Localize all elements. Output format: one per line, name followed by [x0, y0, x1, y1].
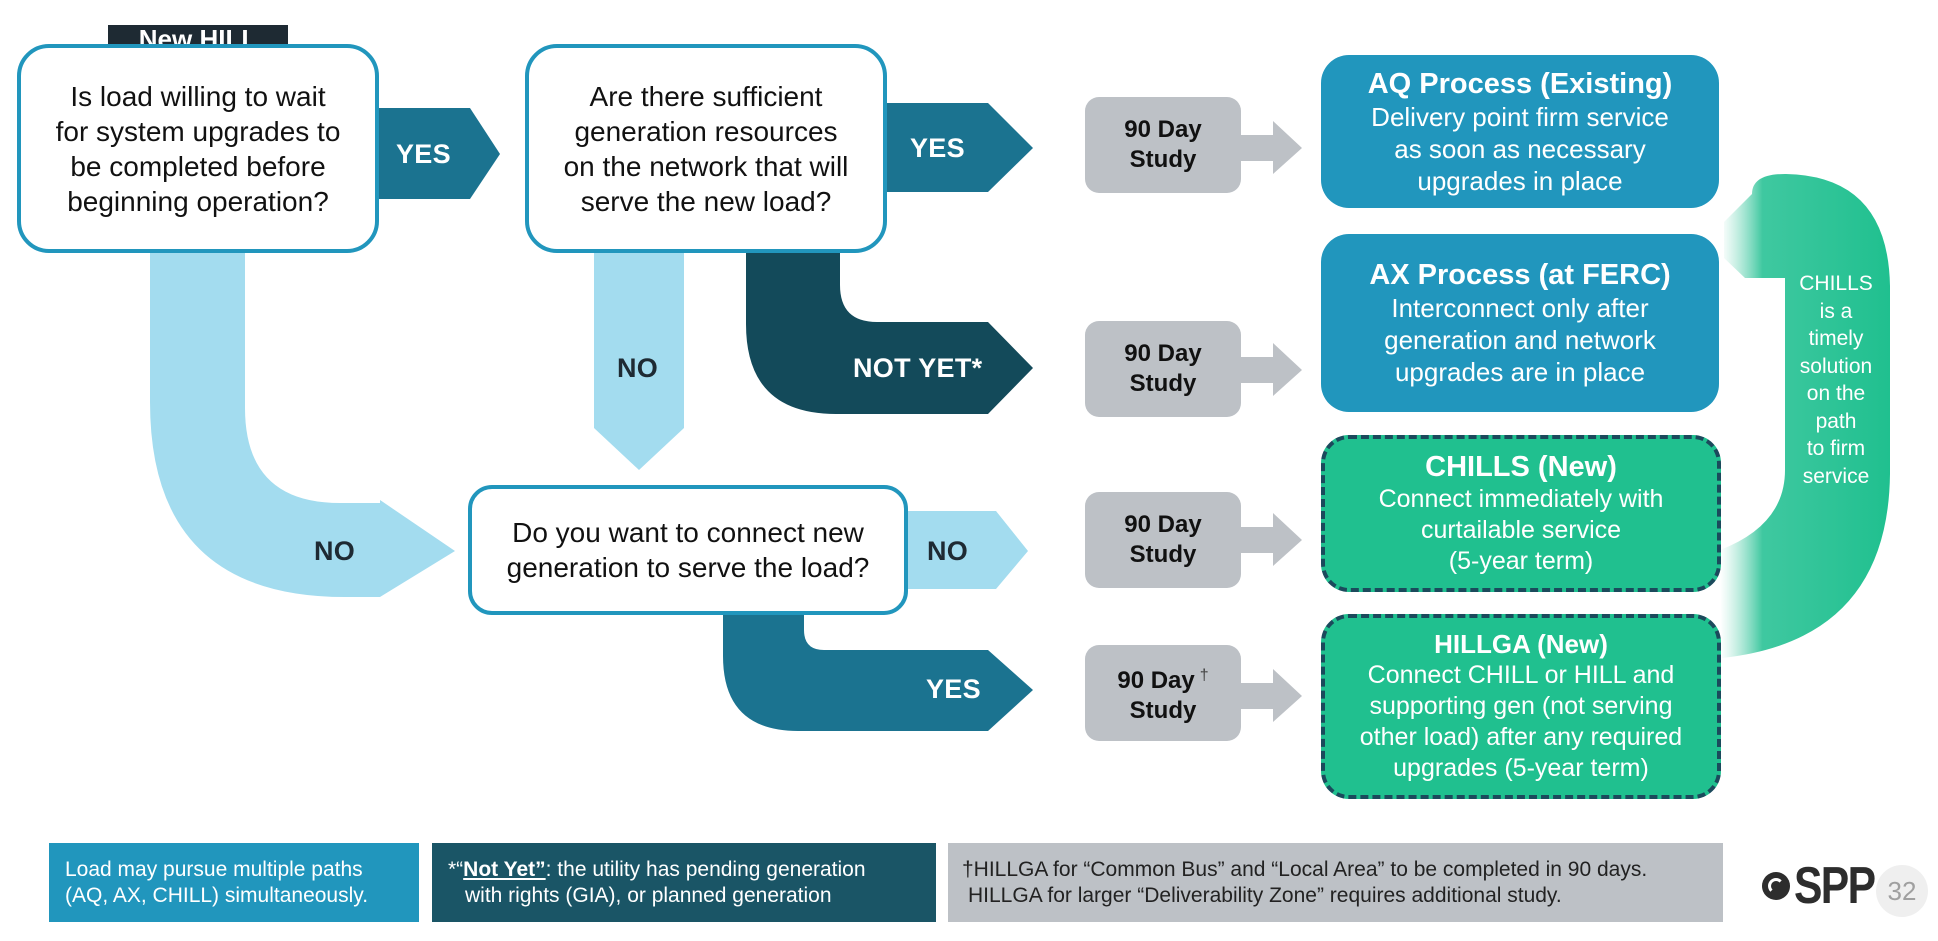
study-line2: Study: [1129, 370, 1197, 397]
outcome-title: HILLGA (New): [1434, 629, 1608, 659]
outcome-title: AX Process (at FERC): [1369, 259, 1671, 291]
outcome-title: CHILLS (New): [1425, 451, 1617, 483]
footnote-hillga: †HILLGA for “Common Bus” and “Local Area…: [948, 843, 1723, 922]
outcome-body: Connect immediately with curtailable ser…: [1378, 485, 1664, 575]
study-to-hillga-arrow: [1240, 669, 1302, 722]
yes-label-3: YES: [926, 674, 981, 704]
chills-side-note: CHILLS is a timely solution on the path …: [1799, 272, 1873, 488]
study-to-aq-arrow: [1240, 121, 1302, 174]
question-sufficient-generation: Are there sufficient generation resource…: [525, 44, 887, 253]
footnote-line: HILLGA for larger “Deliverability Zone” …: [968, 883, 1562, 907]
footnote-line: (AQ, AX, CHILL) simultaneously.: [65, 883, 369, 907]
yes-arrow-2: [885, 103, 1033, 192]
chills-path-curve: [1720, 174, 1890, 658]
footnote-multiple-paths: Load may pursue multiple paths (AQ, AX, …: [49, 843, 419, 922]
no-label-3: NO: [927, 536, 969, 566]
spp-logo-icon: [1762, 872, 1790, 900]
no-arrow-3: [905, 511, 1028, 589]
not-yet-label: NOT YET*: [853, 353, 983, 383]
study-line2: Study: [1129, 696, 1197, 724]
study-line1: 90 Day: [1124, 340, 1202, 367]
study-to-ax-arrow: [1240, 343, 1302, 396]
no-path-arrow-1: [150, 250, 455, 597]
no-label-1: NO: [314, 536, 356, 566]
study-to-chills-arrow: [1240, 513, 1302, 566]
footnote-line: *“Not Yet”: the utility has pending gene…: [448, 857, 866, 881]
footnote-line: Load may pursue multiple paths: [65, 857, 363, 881]
spp-logo: SPP: [1762, 858, 1892, 914]
question-wait-for-upgrades: Is load willing to wait for system upgra…: [17, 44, 379, 253]
dagger-mark: †: [1199, 666, 1209, 684]
footnote-not-yet: *“Not Yet”: the utility has pending gene…: [432, 843, 936, 922]
study-line2: Study: [1129, 541, 1197, 568]
study-line2: Study: [1129, 146, 1197, 173]
yes-label-2: YES: [910, 133, 965, 163]
not-yet-path-arrow: [746, 250, 1033, 414]
study-box-chills: 90 Day Study: [1085, 492, 1241, 588]
study-line1: 90 Day†: [1117, 666, 1209, 694]
no-arrow-2: [594, 250, 684, 470]
no-label-2: NO: [617, 353, 659, 383]
not-yet-term: Not Yet”: [463, 857, 546, 881]
yes-arrow-1: [375, 108, 500, 199]
study-line1: 90 Day: [1124, 116, 1202, 143]
page-number: 32: [1876, 865, 1928, 917]
footnote-line: with rights (GIA), or planned generation: [465, 883, 832, 907]
outcome-chills: CHILLS (New) Connect immediately with cu…: [1321, 435, 1721, 592]
outcome-title: AQ Process (Existing): [1367, 67, 1673, 100]
question-connect-new-generation: Do you want to connect new generation to…: [468, 485, 908, 615]
footnote-line: †HILLGA for “Common Bus” and “Local Area…: [962, 857, 1648, 881]
study-line1: 90 Day: [1124, 511, 1202, 538]
outcome-body: Connect CHILL or HILL and supporting gen…: [1359, 661, 1683, 782]
outcome-body: Delivery point firm service as soon as n…: [1371, 101, 1669, 196]
study-box-hillga: 90 Day† Study: [1085, 645, 1241, 741]
outcome-body: Interconnect only after generation and n…: [1384, 293, 1656, 387]
study-box-ax: 90 Day Study: [1085, 321, 1241, 417]
outcome-aq-process: AQ Process (Existing) Delivery point fir…: [1321, 55, 1719, 208]
yes-label-1: YES: [396, 139, 451, 169]
study-box-aq: 90 Day Study: [1085, 97, 1241, 193]
yes-path-arrow-3: [723, 614, 1033, 731]
outcome-hillga: HILLGA (New) Connect CHILL or HILL and s…: [1321, 614, 1721, 799]
spp-logo-text: SPP: [1794, 857, 1876, 915]
outcome-ax-process: AX Process (at FERC) Interconnect only a…: [1321, 234, 1719, 412]
